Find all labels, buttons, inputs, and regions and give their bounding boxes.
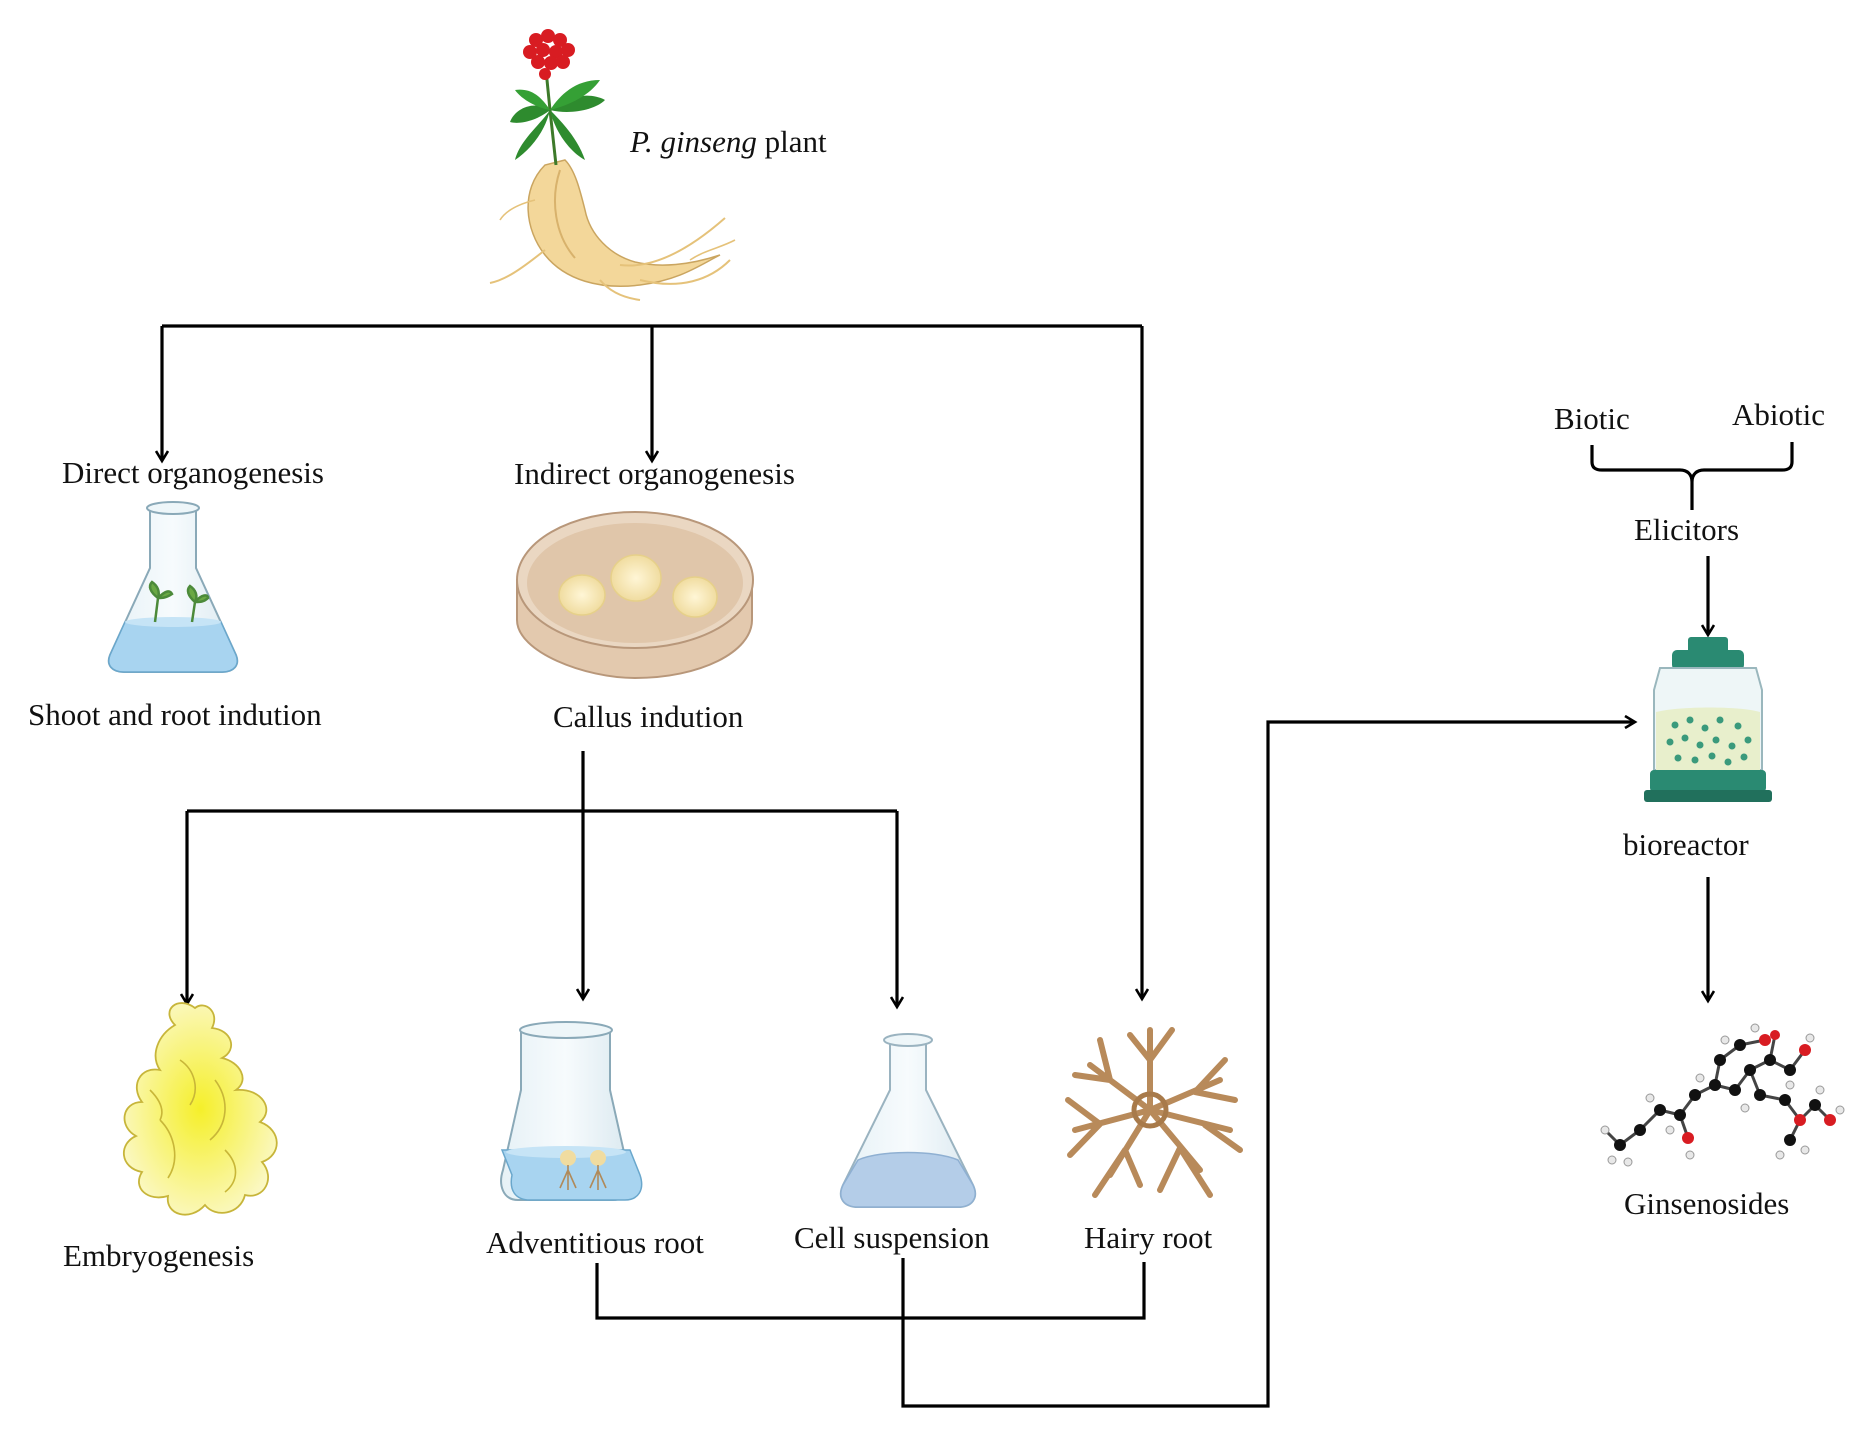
ginsenoside-molecule-icon [1600,1023,1845,1167]
top-branch-lines [162,324,1142,998]
shoot-flask-icon [107,501,239,673]
callus-induction-label: Callus indution [553,699,744,734]
elicitor-brace [1590,442,1794,510]
ginseng-plant-icon [489,29,736,301]
bottom-connector-lines [595,722,1634,1408]
direct-organogenesis-label: Direct organogenesis [62,455,324,490]
petri-dish-icon [516,511,754,680]
embryogenesis-label: Embryogenesis [63,1238,254,1273]
cell-suspension-flask-icon [839,1033,977,1208]
biotic-label: Biotic [1554,401,1630,436]
plant-label: P. ginseng plant [629,124,827,159]
shoot-root-induction-label: Shoot and root indution [28,697,322,732]
adventitious-root-label: Adventitious root [486,1225,704,1260]
adventitious-root-flask-icon [500,1021,643,1201]
callus-branch-lines [187,751,897,1006]
indirect-organogenesis-label: Indirect organogenesis [514,456,795,491]
embryo-cluster-icon [122,1002,278,1216]
bioreactor-label: bioreactor [1623,827,1749,862]
cell-suspension-label: Cell suspension [794,1220,990,1255]
elicitors-label: Elicitors [1634,512,1739,547]
hairy-root-icon [1065,1027,1243,1198]
bioreactor-icon [1644,637,1772,802]
hairy-root-label: Hairy root [1084,1220,1213,1255]
ginsenosides-label: Ginsenosides [1624,1186,1789,1221]
abiotic-label: Abiotic [1732,397,1825,432]
